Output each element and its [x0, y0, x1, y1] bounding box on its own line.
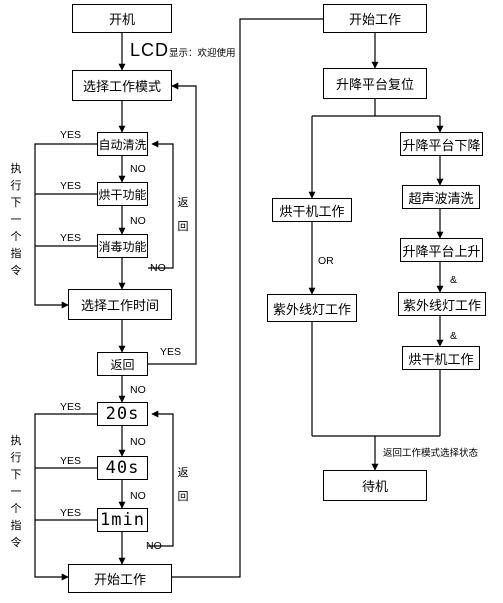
no-label-dry: NO — [130, 215, 146, 227]
yes-label-disinfect: YES — [60, 232, 82, 244]
auto-clean-box: 自动清洗 — [97, 132, 148, 156]
dry-function-box: 烘干功能 — [97, 182, 148, 206]
uv-work-right-box: 紫外线灯工作 — [398, 292, 486, 316]
lcd-prefix: LCD — [130, 40, 170, 60]
disinfect-function-box: 消毒功能 — [97, 234, 148, 258]
uv-work-left-box: 紫外线灯工作 — [267, 294, 357, 322]
time-1min-box: 1min — [97, 508, 148, 532]
yes-label-1min: YES — [60, 507, 82, 519]
return-vertical-lower: 返回 — [177, 466, 189, 503]
time-20s-box: 20s — [97, 402, 148, 426]
yes-label-20s: YES — [60, 401, 82, 413]
power-on-box: 开机 — [72, 4, 172, 33]
return-state-label: 返回工作模式选择状态 — [383, 448, 479, 459]
yes-label-auto-clean: YES — [60, 129, 82, 141]
lcd-text: 显示：欢迎使用 — [169, 48, 236, 59]
lift-reset-box: 升降平台复位 — [323, 68, 427, 99]
amp-label-1: & — [450, 274, 458, 286]
side-text-lower: 执行下一个指令 — [10, 434, 22, 549]
return-vertical-upper: 返回 — [177, 196, 189, 233]
back-box: 返回 — [97, 352, 148, 376]
no-label-auto-clean: NO — [130, 163, 146, 175]
start-work-right-box: 开始工作 — [323, 4, 427, 33]
or-label: OR — [318, 255, 334, 267]
time-40s-box: 40s — [97, 456, 148, 480]
amp-label-2: & — [450, 330, 458, 342]
platform-up-box: 升降平台上升 — [400, 238, 483, 262]
no-label-1min: NO — [146, 540, 162, 552]
yes-label-dry: YES — [60, 180, 82, 192]
lcd-display-label: LCD显示：欢迎使用 — [130, 40, 236, 61]
dryer-work-box: 烘干机工作 — [272, 198, 352, 222]
select-time-box: 选择工作时间 — [68, 289, 172, 320]
yes-label-40s: YES — [60, 455, 82, 467]
ultrasonic-clean-box: 超声波清洗 — [402, 185, 480, 209]
select-mode-box: 选择工作模式 — [72, 70, 172, 101]
no-label-20s: NO — [130, 436, 146, 448]
platform-down-box: 升降平台下降 — [400, 132, 483, 156]
yes-label-back: YES — [160, 346, 182, 358]
side-text-upper: 执行下一个指令 — [10, 162, 22, 277]
no-label-disinfect: NO — [150, 262, 166, 274]
dryer-work-right-box: 烘干机工作 — [402, 346, 480, 370]
standby-box: 待机 — [323, 470, 427, 501]
no-label-back: NO — [130, 384, 146, 396]
no-label-40s: NO — [130, 490, 146, 502]
start-work-left-box: 开始工作 — [68, 564, 172, 593]
